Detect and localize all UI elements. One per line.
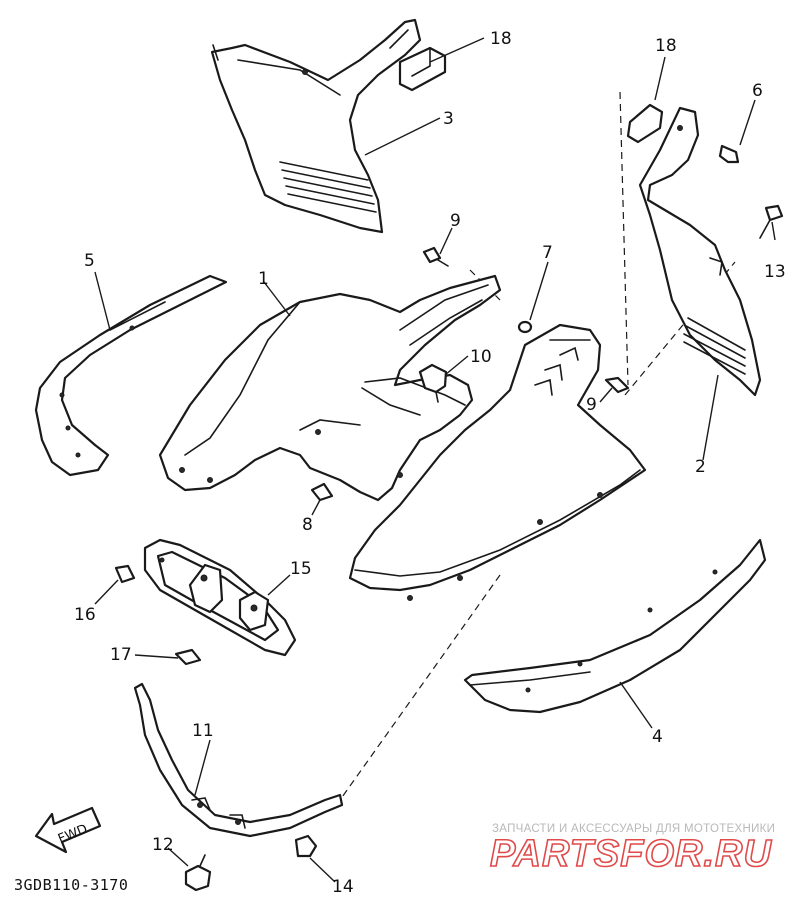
callout-10: 10 bbox=[470, 347, 492, 367]
rubber-pad-left bbox=[398, 46, 447, 92]
light-bracket bbox=[143, 538, 297, 657]
callout-6: 6 bbox=[752, 81, 763, 101]
callout-17: 17 bbox=[110, 645, 132, 665]
leader-lines bbox=[94, 37, 776, 883]
side-cover-right bbox=[638, 106, 762, 397]
callout-8: 8 bbox=[302, 515, 313, 535]
callout-3: 3 bbox=[443, 109, 454, 129]
watermark-brand: PARTSFOR.RU bbox=[490, 833, 772, 875]
assembly-lines bbox=[339, 91, 736, 801]
side-cover-left bbox=[210, 18, 422, 234]
callout-15: 15 bbox=[290, 559, 312, 579]
callout-11: 11 bbox=[192, 721, 214, 741]
callout-7: 7 bbox=[542, 243, 553, 263]
drawing-code: 3GDB110-3170 bbox=[14, 876, 128, 894]
mud-flap-left bbox=[34, 274, 228, 477]
watermark-tagline: ЗАПЧАСТИ И АКСЕССУАРЫ ДЛЯ МОТОТЕХНИКИ bbox=[492, 823, 775, 835]
callout-numbers: 18 3 18 6 5 1 9 7 13 10 9 2 8 15 16 17 4… bbox=[74, 29, 786, 897]
callout-9-lower: 9 bbox=[586, 395, 597, 415]
callout-9-upper: 9 bbox=[450, 211, 461, 231]
front-fender bbox=[158, 274, 502, 502]
callout-14: 14 bbox=[332, 877, 354, 897]
callout-16: 16 bbox=[74, 605, 96, 625]
callout-13: 13 bbox=[764, 262, 786, 282]
callout-12: 12 bbox=[152, 835, 174, 855]
front-fender-right-half bbox=[348, 323, 647, 601]
forward-arrow: FWD bbox=[34, 806, 102, 854]
callout-1: 1 bbox=[258, 269, 269, 289]
callout-5: 5 bbox=[84, 251, 95, 271]
callout-4: 4 bbox=[652, 727, 663, 747]
mud-flap-right bbox=[463, 538, 767, 714]
callout-18-left: 18 bbox=[490, 29, 512, 49]
watermark: ЗАПЧАСТИ И АКСЕССУАРЫ ДЛЯ МОТОТЕХНИКИ PA… bbox=[489, 823, 775, 876]
callout-18-right: 18 bbox=[655, 36, 677, 56]
callout-2: 2 bbox=[695, 457, 706, 477]
hardware bbox=[114, 144, 784, 892]
guard-bar bbox=[133, 682, 344, 838]
rubber-pad-right bbox=[626, 103, 664, 144]
